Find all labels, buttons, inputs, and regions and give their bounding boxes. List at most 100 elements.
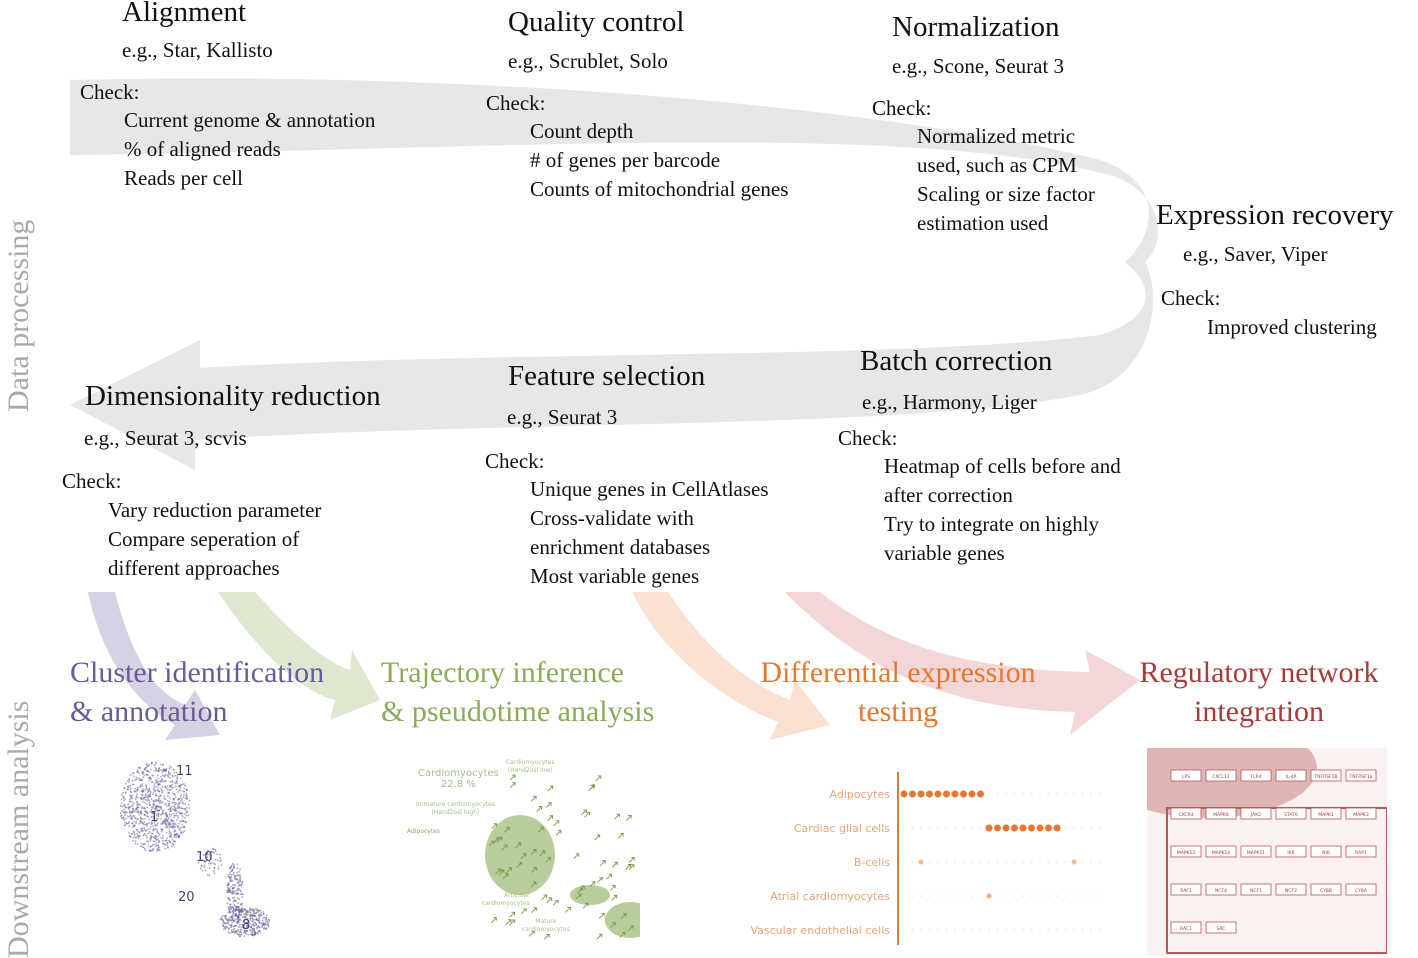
network-node-label: NCF1: [1250, 888, 1262, 894]
cell-point: [123, 804, 126, 807]
cell-point: [238, 897, 240, 900]
check-list: Improved clustering: [1207, 313, 1377, 342]
cell-point: [166, 844, 169, 847]
expression-dot: [1098, 793, 1101, 795]
cell-point: [134, 842, 137, 845]
cell-point: [236, 932, 239, 935]
trajectory-velocity-plot: [485, 774, 640, 940]
network-node-label: SRC: [1217, 926, 1226, 932]
cell-point: [162, 763, 164, 766]
cell-point: [185, 814, 188, 817]
cell-point: [168, 827, 171, 829]
differential-arrow: [632, 592, 830, 740]
cell-point: [162, 842, 164, 845]
cell-point: [170, 766, 173, 769]
cell-point: [133, 825, 136, 828]
network-node-label: STAT6: [1284, 812, 1298, 818]
cell-point: [266, 923, 269, 926]
cell-point: [236, 928, 239, 931]
expression-dot: [1047, 861, 1050, 863]
cell-point: [233, 899, 236, 901]
cell-point: [146, 799, 149, 802]
check-list: Heatmap of cells before and after correc…: [884, 452, 1121, 568]
cell-point: [160, 836, 163, 839]
plot-label: 22.8 %: [440, 779, 476, 790]
cell-point: [136, 770, 138, 773]
cell-point: [144, 794, 147, 797]
expression-dot: [1036, 824, 1044, 832]
expression-dot: [1056, 929, 1058, 931]
cell-point: [241, 883, 243, 886]
category-label: Adipocytes: [830, 788, 891, 801]
cell-point: [137, 803, 140, 806]
cell-point: [162, 809, 165, 812]
cell-point: [224, 917, 227, 920]
cell-point: [128, 831, 130, 834]
cell-point: [155, 800, 158, 803]
cell-point: [233, 920, 235, 923]
cell-point: [172, 786, 175, 789]
cell-point: [262, 922, 265, 925]
cell-point: [131, 822, 134, 825]
cell-point: [213, 870, 215, 872]
cell-point: [230, 891, 233, 894]
cell-point: [249, 909, 251, 912]
cell-point: [171, 792, 174, 795]
cell-point: [163, 775, 166, 778]
cell-point: [231, 884, 234, 886]
cell-point: [166, 799, 169, 802]
cell-point: [174, 840, 176, 843]
cell-point: [240, 913, 242, 916]
cell-point: [232, 886, 234, 889]
cell-point: [161, 820, 164, 823]
cell-point: [153, 807, 156, 810]
cell-point: [166, 813, 169, 816]
cell-point: [264, 922, 267, 925]
cell-point: [176, 815, 179, 817]
cell-point: [257, 932, 260, 935]
cell-point: [177, 825, 180, 827]
plot-label: (Hand2osl low): [507, 767, 553, 774]
velocity-arrow: [545, 857, 552, 863]
cell-point: [216, 853, 218, 856]
cell-point: [148, 799, 150, 802]
network-node: [1170, 845, 1202, 858]
step-title-feature-selection: Feature selection: [508, 360, 706, 392]
cell-point: [226, 889, 228, 892]
cell-point: [128, 798, 131, 801]
cell-point: [234, 924, 237, 927]
network-node-label: MAPK11: [1247, 850, 1265, 856]
step-title-normalization: Normalization: [892, 11, 1060, 43]
cell-point: [171, 774, 174, 777]
cell-point: [135, 810, 138, 813]
network-node: [1170, 921, 1202, 934]
cell-point: [203, 860, 206, 863]
cell-point: [239, 893, 242, 896]
cell-point: [236, 922, 239, 924]
cell-point: [175, 809, 178, 812]
cell-point: [251, 908, 253, 911]
cell-point: [127, 822, 130, 825]
velocity-arrow: [611, 894, 618, 901]
cell-point: [167, 821, 170, 824]
cell-point: [240, 904, 243, 906]
velocity-arrow: [573, 853, 580, 860]
cell-point: [213, 872, 216, 875]
cell-point: [177, 816, 179, 819]
network-node-label: JAK2: [1250, 812, 1261, 818]
network-node-label: MAPK14: [1212, 850, 1230, 856]
cell-point: [229, 872, 232, 874]
cell-point: [179, 832, 182, 835]
cell-point: [142, 790, 145, 792]
cell-point: [237, 881, 240, 884]
cell-point: [151, 843, 154, 846]
cell-density: [570, 885, 610, 905]
check-item: Counts of mitochondrial genes: [530, 177, 789, 201]
cell-point: [134, 798, 137, 801]
expression-dot: [1090, 861, 1092, 863]
cell-point: [164, 820, 167, 823]
cell-point: [144, 832, 146, 835]
cell-point: [252, 934, 255, 937]
cell-point: [230, 885, 233, 888]
network-node: [1275, 807, 1307, 820]
